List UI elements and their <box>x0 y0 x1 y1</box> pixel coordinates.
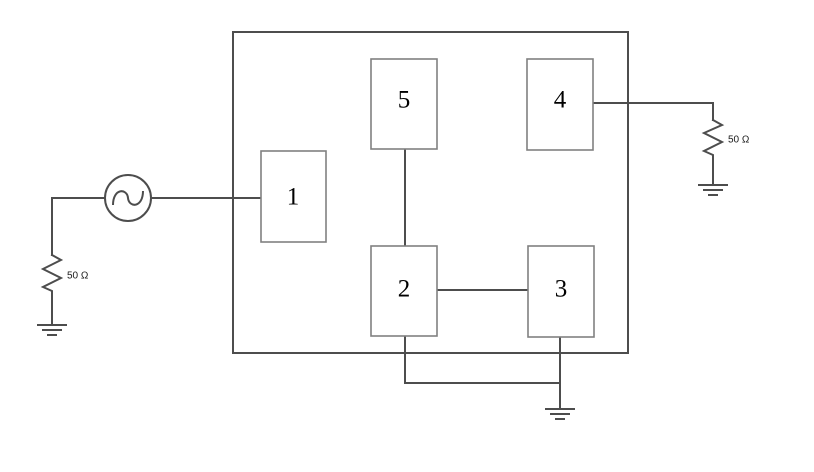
ac-source <box>104 174 152 222</box>
block-3[interactable]: 3 <box>527 245 595 338</box>
block-1[interactable]: 1 <box>260 150 327 243</box>
ground-left <box>37 324 67 336</box>
resistor-right <box>701 118 725 160</box>
sine-wave-icon <box>112 190 144 206</box>
wire-group <box>51 102 714 410</box>
block-2-label: 2 <box>398 276 411 303</box>
ground-bottom <box>545 408 575 420</box>
block-3-box[interactable] <box>527 245 595 338</box>
block-4-box[interactable] <box>526 58 594 151</box>
resistor-left <box>40 253 64 296</box>
wire-block2-bottom-to-node <box>404 335 561 384</box>
block-1-box[interactable] <box>260 150 327 243</box>
block-5-label: 5 <box>398 87 411 114</box>
block-3-label: 3 <box>555 276 568 303</box>
ground-right <box>698 184 728 196</box>
block-2-box[interactable] <box>370 245 438 337</box>
resistor-right-zigzag-icon <box>701 118 725 160</box>
resistor-right-label: 50 Ω <box>728 135 750 146</box>
system-boundary <box>232 31 629 354</box>
block-5[interactable]: 5 <box>370 58 438 150</box>
resistor-left-zigzag-icon <box>40 253 64 296</box>
resistor-left-label: 50 Ω <box>67 271 89 282</box>
block-2[interactable]: 2 <box>370 245 438 337</box>
block-4[interactable]: 4 <box>526 58 594 151</box>
block-4-label: 4 <box>554 87 567 114</box>
block-1-label: 1 <box>287 184 300 211</box>
block-5-box[interactable] <box>370 58 438 150</box>
